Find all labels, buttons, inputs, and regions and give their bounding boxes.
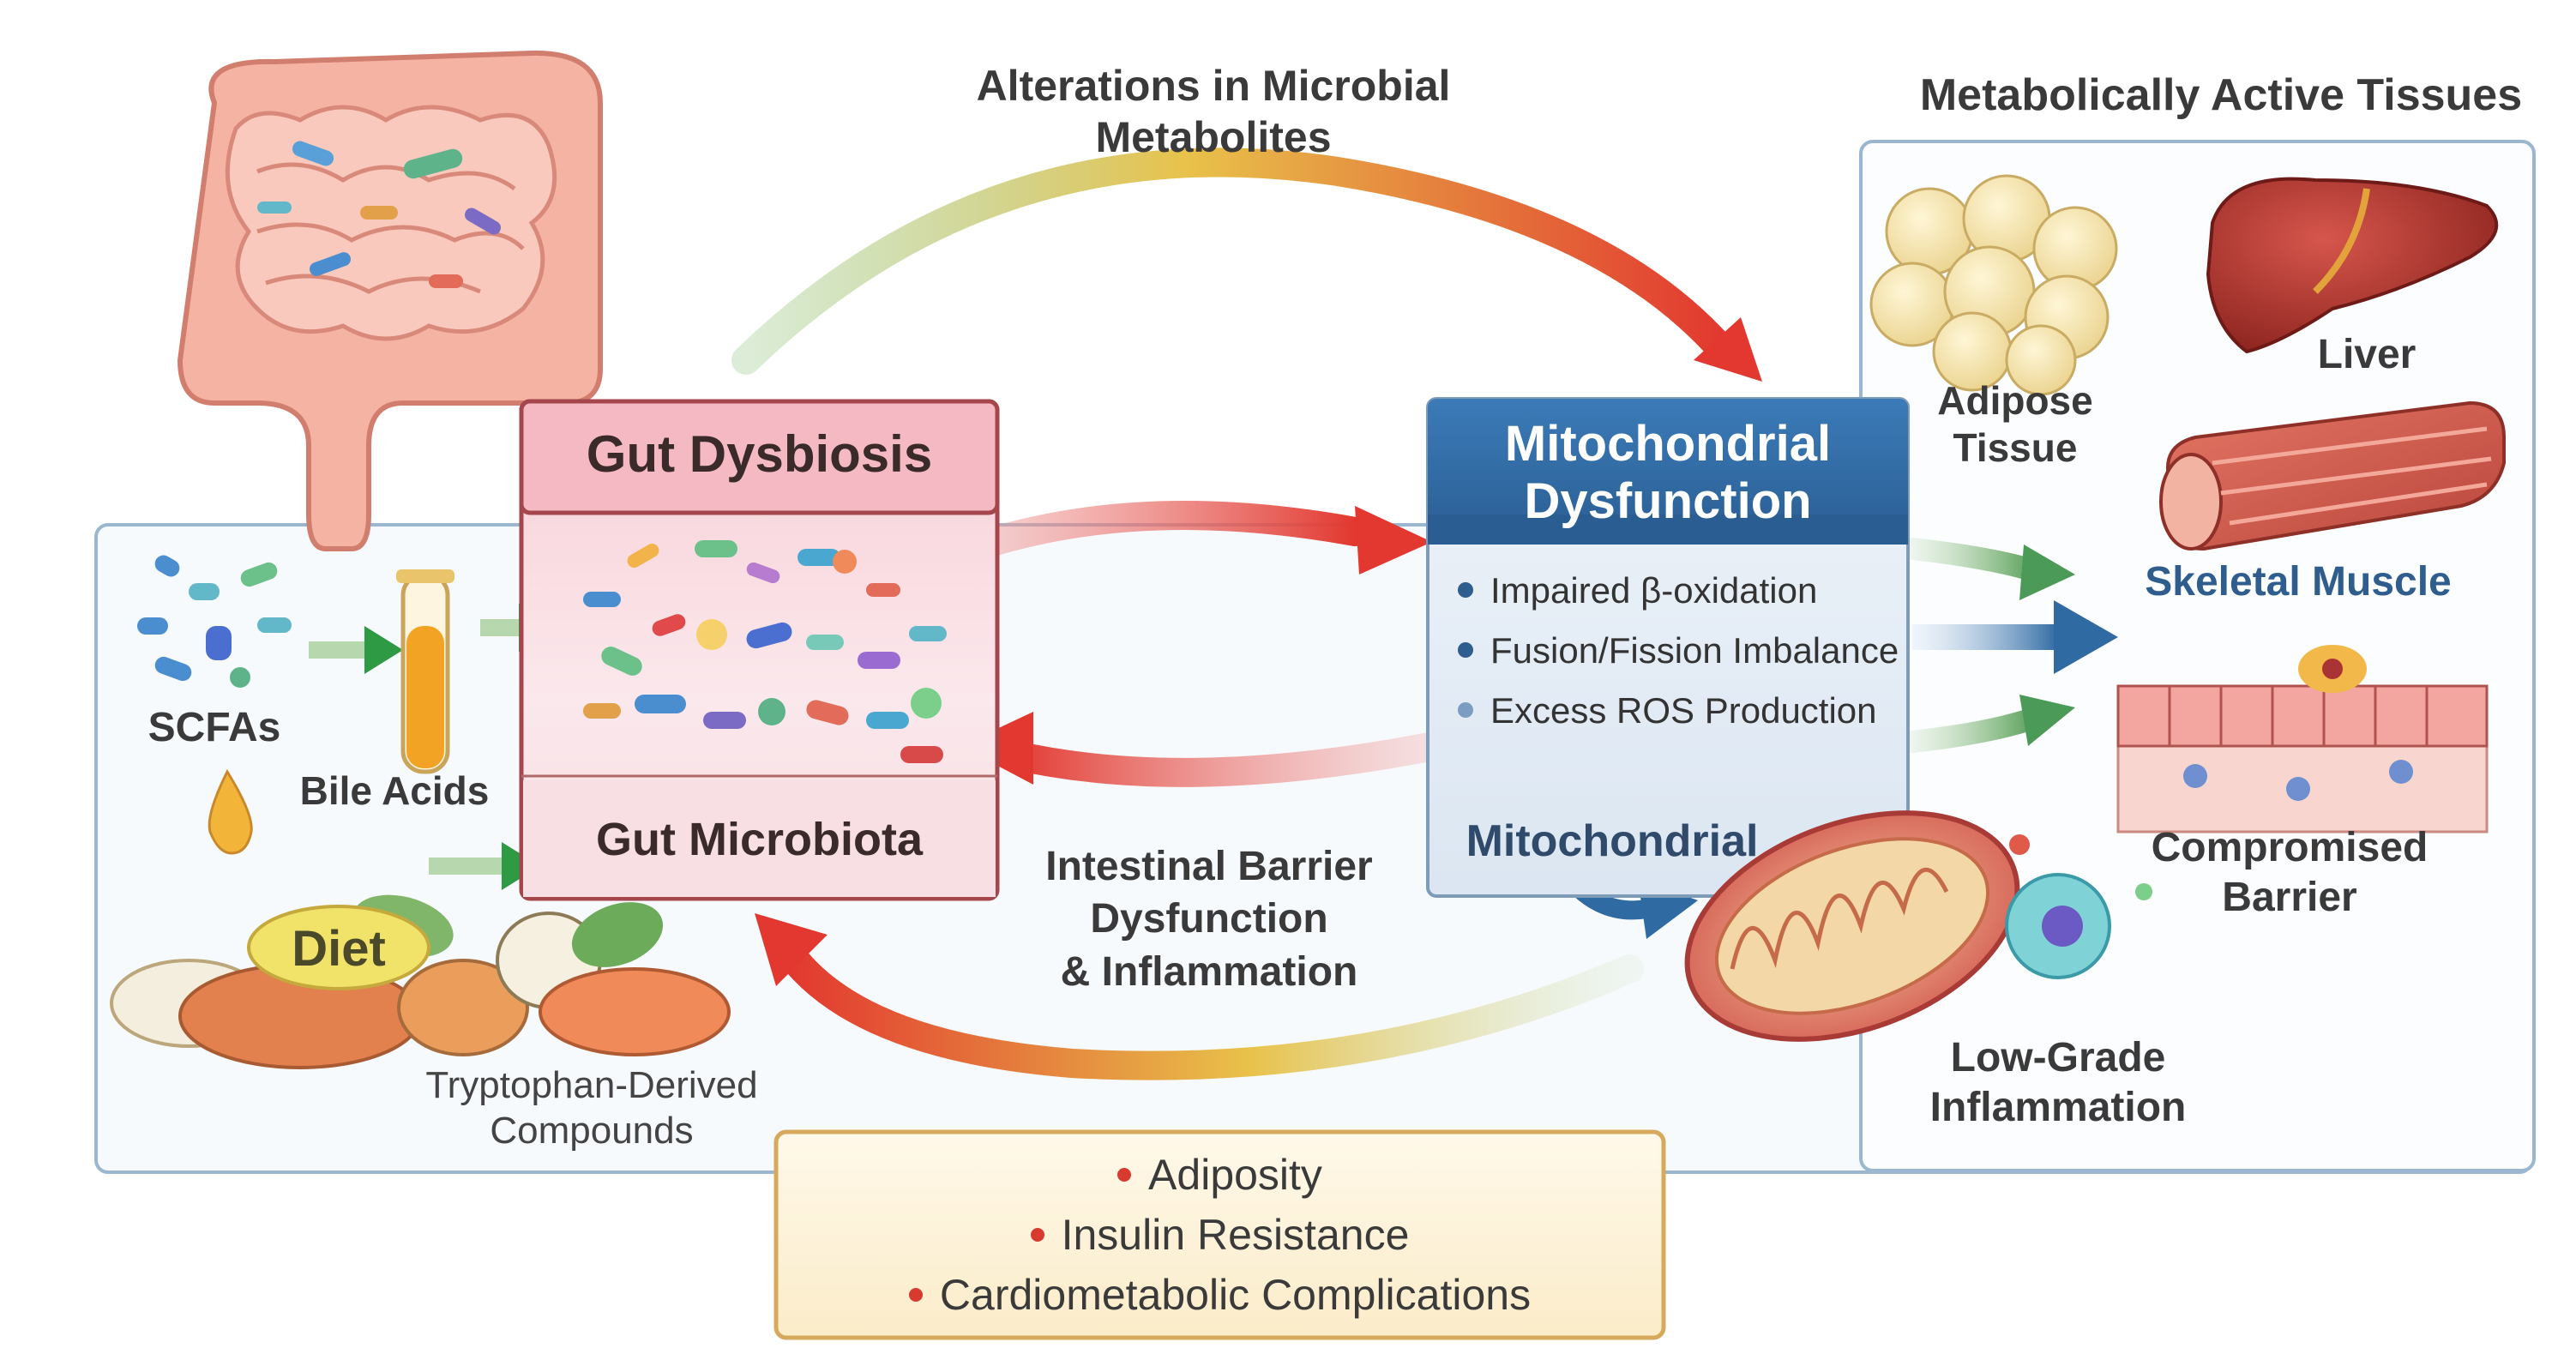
test-tube-icon <box>396 569 454 774</box>
outcome-1-text: Adiposity <box>1148 1151 1322 1199</box>
arrow-mito-to-gut <box>997 723 1490 787</box>
mito-box <box>1426 397 1910 898</box>
outcomes-box <box>773 1129 1666 1340</box>
top-arrow-label-line2: Metabolites <box>1095 113 1332 161</box>
adipose-label-line2: Tissue <box>1953 425 2078 471</box>
inflammation-line1: Low-Grade <box>1950 1035 2166 1080</box>
bile-acids-label: Bile Acids <box>299 768 490 813</box>
outcomes-list: Adiposity Insulin Resistance Cardiometab… <box>776 1145 1664 1325</box>
mito-title-line1: Mitochondrial <box>1504 416 1832 472</box>
scfa-molecules <box>137 555 292 688</box>
tissues-title: Metabolically Active Tissues <box>1919 70 2523 120</box>
diet-food-illustration <box>110 894 731 1069</box>
muscle-illustration <box>2159 400 2506 551</box>
mitochondrion-illustration <box>1684 810 2020 1042</box>
outcome-dot <box>1117 1167 1132 1182</box>
intestine-illustration <box>177 50 603 551</box>
barrier-dysfunction-line3: & Inflammation <box>1060 948 1358 995</box>
compromised-barrier-line1: Compromised <box>2151 825 2429 870</box>
outcome-item-3: Cardiometabolic Complications <box>776 1265 1664 1325</box>
mito-footer-label: Mitochondrial <box>1466 816 1759 866</box>
liver-label: Liver <box>2317 332 2417 377</box>
gut-dysbiosis-box <box>519 399 1000 901</box>
outcome-dot <box>1030 1227 1044 1242</box>
compromised-barrier-line2: Barrier <box>2222 874 2357 920</box>
arrow-bottom-return <box>774 937 1644 1080</box>
top-arrow-label: Alterations in Microbial Metabolites <box>939 60 1488 163</box>
bullet-dot <box>1458 581 1473 598</box>
diet-label: Diet <box>292 921 386 977</box>
tryptophan-label: Tryptophan-Derived Compounds <box>369 1063 815 1154</box>
tryptophan-label-line2: Compounds <box>490 1109 694 1152</box>
gut-dysbiosis-title: Gut Dysbiosis <box>586 425 933 483</box>
immune-cell-illustration <box>2005 834 2152 979</box>
mito-bullet-2: Fusion/Fission Imbalance <box>1458 630 1899 671</box>
mito-bullet-2-text: Fusion/Fission Imbalance <box>1490 630 1899 671</box>
mito-title-line2: Dysfunction <box>1524 472 1812 529</box>
barrier-dysfunction-line1: Intestinal Barrier <box>1045 844 1373 889</box>
compromised-barrier-label: Compromised Barrier <box>2084 823 2495 922</box>
mito-bullet-3: Excess ROS Production <box>1458 690 1877 731</box>
adipose-label: Adipose Tissue <box>1895 377 2135 472</box>
scfas-label: SCFAs <box>147 705 281 750</box>
barrier-dysfunction-label: Intestinal Barrier Dysfunction & Inflamm… <box>986 840 1432 998</box>
gut-microbiota-label: Gut Microbiota <box>596 814 923 865</box>
microbes-cluster <box>583 540 947 763</box>
adipose-illustration <box>1869 174 2118 396</box>
inflammation-label: Low-Grade Inflammation <box>1869 1033 2247 1132</box>
skeletal-muscle-label: Skeletal Muscle <box>2145 559 2452 605</box>
drop-icon <box>208 768 253 855</box>
liver-illustration <box>2206 177 2499 354</box>
outcome-item-1: Adiposity <box>776 1145 1664 1205</box>
arrow-top-metabolites <box>731 147 1738 375</box>
top-arrow-label-line1: Alterations in Microbial <box>976 62 1451 110</box>
barrier-tissue-illustration <box>2116 645 2489 833</box>
mito-bullet-1-text: Impaired β-oxidation <box>1490 570 1818 611</box>
mito-bullet-1: Impaired β-oxidation <box>1458 570 1817 611</box>
tryptophan-label-line1: Tryptophan-Derived <box>425 1064 758 1106</box>
adipose-label-line1: Adipose <box>1937 378 2093 423</box>
outcome-3-text: Cardiometabolic Complications <box>939 1271 1532 1319</box>
mito-title: Mitochondrial Dysfunction <box>1428 416 1908 530</box>
bullet-dot <box>1458 641 1473 658</box>
barrier-dysfunction-line2: Dysfunction <box>1090 896 1328 942</box>
outcome-item-2: Insulin Resistance <box>776 1205 1664 1265</box>
bullet-dot <box>1458 701 1473 718</box>
tissue-arrows <box>1551 538 2118 939</box>
outcome-2-text: Insulin Resistance <box>1061 1211 1410 1259</box>
mito-bullet-3-text: Excess ROS Production <box>1490 690 1877 731</box>
inflammation-line2: Inflammation <box>1929 1084 2187 1130</box>
outcome-dot <box>908 1287 923 1302</box>
